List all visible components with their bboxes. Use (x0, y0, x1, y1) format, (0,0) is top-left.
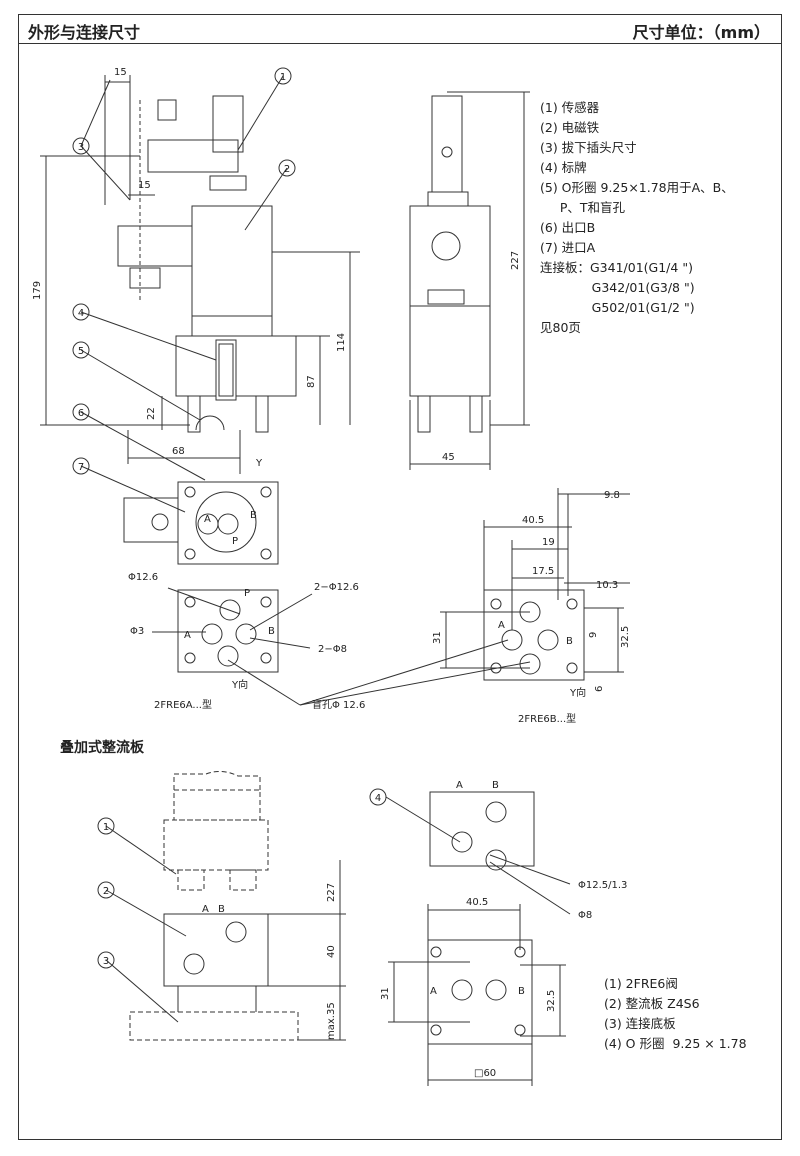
dim-6: 6 (594, 686, 605, 692)
legend-item: 见80页 (540, 320, 581, 335)
dim-68: 68 (172, 446, 185, 457)
label-p: P (232, 536, 238, 547)
dim-175: 17.5 (532, 566, 554, 577)
dim-114: 114 (336, 333, 347, 352)
dim-22: 22 (146, 407, 157, 420)
label-b-sandwich: B (218, 904, 225, 915)
label-y: Y (255, 458, 263, 469)
callout-2: 2 (284, 164, 290, 175)
callout-6: 6 (78, 408, 84, 419)
label-model-a: 2FRE6A...型 (154, 698, 212, 711)
dim-9: 9 (588, 632, 599, 638)
label-2phi126: 2−Φ12.6 (314, 582, 359, 593)
dim-98: 9.8 (604, 490, 620, 501)
callout-2-bottom: 2 (103, 886, 109, 897)
dim-405: 40.5 (522, 515, 544, 526)
dim-19: 19 (542, 537, 555, 548)
callout-3: 3 (78, 142, 84, 153)
legend-item: G502/01(G1/2 ") (540, 300, 695, 315)
label-phi3: Φ3 (130, 626, 144, 637)
dim-103: 10.3 (596, 580, 618, 591)
callout-5: 5 (78, 346, 84, 357)
legend-item: 连接板：G341/01(G1/4 ") (540, 260, 693, 275)
callout-7: 7 (78, 462, 84, 473)
sandwich-view (129, 770, 299, 1041)
header-bar: 外形与连接尺寸 尺寸单位：（mm） (18, 14, 782, 44)
rectifier-plate (97, 817, 346, 1041)
port-view-b (299, 488, 630, 706)
label-a-sandwich: A (202, 904, 209, 915)
callout-4: 4 (78, 308, 84, 319)
legend-item: (4) O 形圈 9.25 × 1.78 (604, 1036, 747, 1051)
legend-item: (1) 2FRE6阀 (604, 976, 678, 991)
dim-45: 45 (442, 452, 455, 463)
label-a-plate: A (430, 986, 437, 997)
legend-item: (4) 标牌 (540, 160, 587, 175)
callout-1: 1 (280, 72, 286, 83)
label-p-2: P (244, 588, 250, 599)
port-view-a (123, 481, 313, 706)
legend-bottom: (1) 2FRE6阀 (2) 整流板 Z4S6 (3) 连接底板 (4) O 形… (604, 974, 747, 1054)
callout-1-bottom: 1 (103, 822, 109, 833)
label-a-b: A (498, 620, 505, 631)
drawing-frame (18, 14, 782, 1140)
label-blind-hole: 盲孔Φ 12.6 (312, 698, 365, 711)
legend-item: G342/01(G3/8 ") (540, 280, 695, 295)
label-b-b: B (566, 636, 573, 647)
dim-227: 227 (510, 251, 521, 270)
dim-b60: □60 (474, 1068, 496, 1079)
label-a-2: A (184, 630, 191, 641)
plate-detail (369, 788, 571, 1086)
label-model-b: 2FRE6B...型 (518, 712, 576, 725)
label-phi8: Φ8 (578, 910, 592, 921)
page-title: 外形与连接尺寸 (28, 23, 141, 42)
dim-31: 31 (432, 631, 443, 644)
legend-item: (2) 整流板 Z4S6 (604, 996, 700, 1011)
dim-15b: 15 (138, 180, 151, 191)
legend-item: (3) 连接底板 (604, 1016, 676, 1031)
legend-item: (1) 传感器 (540, 100, 600, 115)
label-b-plate: B (518, 986, 525, 997)
dim-179: 179 (32, 281, 43, 300)
label-b-2: B (268, 626, 275, 637)
dim-87: 87 (306, 375, 317, 388)
legend-item: (2) 电磁铁 (540, 120, 600, 135)
dim-15a: 15 (114, 67, 127, 78)
dim-b325: 32.5 (546, 990, 557, 1012)
label-b-detail: B (492, 780, 499, 791)
legend-item: (3) 拔下插头尺寸 (540, 140, 637, 155)
legend-top: (1) 传感器 (2) 电磁铁 (3) 拔下插头尺寸 (4) 标牌 (5) O形… (540, 98, 734, 338)
legend-item: P、T和盲孔 (540, 200, 626, 215)
dim-b31: 31 (380, 987, 391, 1000)
callout-4-bottom: 4 (375, 793, 381, 804)
dim-b405: 40.5 (466, 897, 488, 908)
dim-325: 32.5 (620, 626, 631, 648)
section-title: 叠加式整流板 (60, 740, 144, 756)
legend-item: (7) 进口A (540, 240, 596, 255)
front-view (40, 67, 360, 513)
label-phi126: Φ12.6 (128, 572, 158, 583)
label-a-detail: A (456, 780, 463, 791)
side-view (409, 91, 530, 470)
legend-item: (5) O形圈 9.25×1.78用于A、B、 (540, 180, 734, 195)
dim-b227: 227 (326, 883, 337, 902)
label-y-dir-a: Y向 (231, 678, 248, 691)
unit-label: 尺寸单位：（mm） (632, 23, 770, 42)
callout-3-bottom: 3 (103, 956, 109, 967)
label-phi125: Φ12.5/1.3 (578, 880, 627, 891)
dim-bmax: max.35 (326, 1002, 337, 1040)
legend-item: (6) 出口B (540, 220, 596, 235)
dim-b40: 40 (326, 945, 337, 958)
label-a: A (204, 514, 211, 525)
label-y-dir-b: Y向 (569, 686, 586, 699)
label-b: B (250, 510, 257, 521)
label-2phi8: 2−Φ8 (318, 644, 347, 655)
